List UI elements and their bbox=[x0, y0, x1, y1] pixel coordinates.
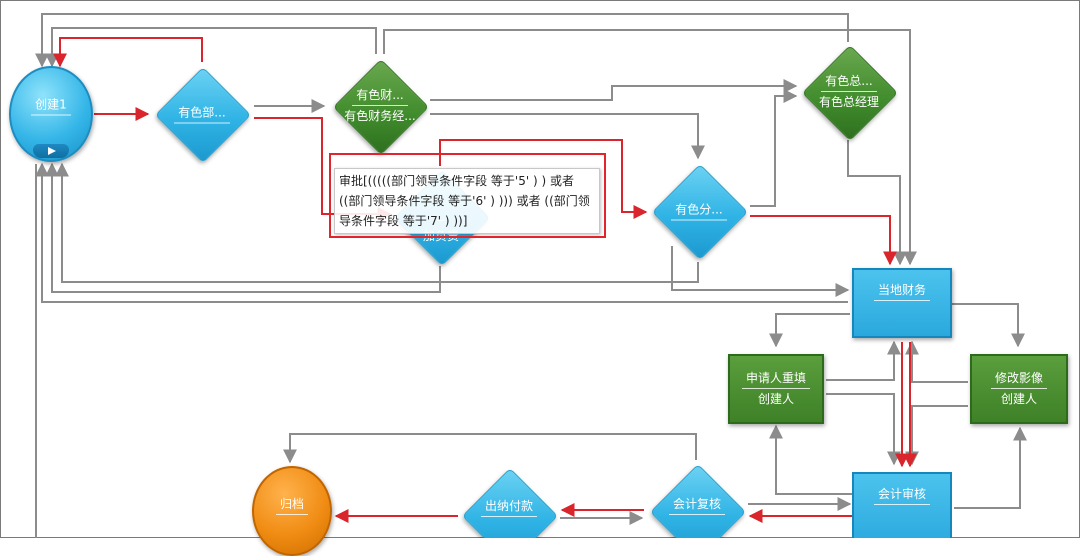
edge-fen-back-to-create bbox=[55, 162, 699, 283]
node-youse-fen[interactable]: 有色分... bbox=[650, 162, 749, 261]
edge-fen-to-local bbox=[671, 246, 850, 297]
edge-review-to-refill bbox=[769, 424, 852, 495]
node-youse-cai[interactable]: 有色财... 有色财务经... bbox=[330, 58, 430, 156]
edge-local-to-modify bbox=[950, 303, 1025, 348]
edge-top-loop-outer bbox=[35, 13, 849, 68]
edge-zong-to-local bbox=[847, 140, 907, 266]
flow-edges bbox=[35, 13, 1027, 538]
node-cashier-pay[interactable]: 出纳付款 bbox=[460, 466, 558, 538]
red-hidden-to-fen bbox=[439, 139, 648, 219]
play-icon[interactable] bbox=[33, 144, 69, 158]
edge-fen-to-zong bbox=[750, 89, 798, 207]
edge-local-back-to-create bbox=[35, 162, 848, 303]
edge-local-to-refill bbox=[769, 313, 850, 348]
edge-cai-to-fen bbox=[430, 113, 705, 160]
edge-review-to-modify bbox=[954, 426, 1027, 509]
red-bu-back-to-create bbox=[53, 37, 203, 68]
edge-refill-to-review bbox=[826, 393, 901, 466]
edge-refill-to-local bbox=[826, 340, 901, 381]
tooltip-highlight-box bbox=[329, 153, 606, 238]
end-circle bbox=[252, 466, 332, 556]
node-local-finance[interactable]: 当地财务 bbox=[852, 268, 952, 338]
node-youse-bu[interactable]: 有色部... bbox=[152, 66, 252, 164]
edge-modify-to-local bbox=[905, 340, 968, 383]
edge-hidden-back-to-create bbox=[45, 162, 441, 293]
node-modify-image[interactable]: 修改影像 创建人 bbox=[970, 354, 1068, 424]
start-node-create[interactable]: 创建1 bbox=[9, 66, 93, 162]
edge-cai-to-zong bbox=[430, 79, 798, 101]
condition-text: 审批[(((((部门领导条件字段 等于'5' ) ) 或者 ((部门领导条件字段… bbox=[339, 174, 590, 228]
edge-modify-to-review bbox=[905, 405, 968, 466]
node-youse-zong[interactable]: 有色总... 有色总经理 bbox=[800, 44, 899, 142]
edge-cai-to-local bbox=[383, 29, 917, 266]
edge-top-loop-inner bbox=[45, 27, 377, 68]
node-acct-review[interactable]: 会计审核 bbox=[852, 472, 952, 538]
node-refill[interactable]: 申请人重填 创建人 bbox=[728, 354, 824, 424]
node-acct-recheck[interactable]: 会计复核 bbox=[648, 462, 746, 538]
red-fen-to-local bbox=[750, 215, 897, 266]
condition-tooltip: 审批[(((((部门领导条件字段 等于'5' ) ) 或者 ((部门领导条件字段… bbox=[334, 168, 600, 234]
end-node-archive[interactable]: 归档 bbox=[252, 466, 332, 556]
edge-recheck-to-archive bbox=[283, 433, 697, 464]
